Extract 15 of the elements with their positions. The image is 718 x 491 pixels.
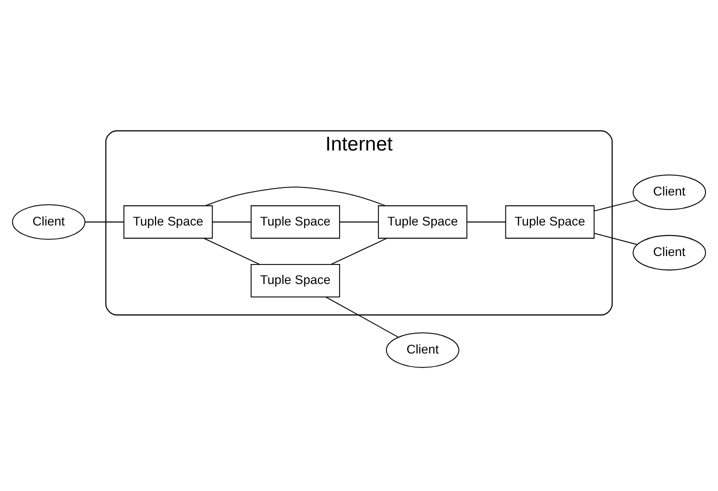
connector (594, 232, 638, 245)
connector (594, 200, 638, 212)
node-ellipse: Client (386, 332, 460, 368)
connector (330, 238, 388, 265)
node-ellipse: Client (12, 204, 86, 240)
node-box: Tuple Space (123, 205, 213, 239)
node-box: Tuple Space (250, 264, 340, 298)
connector (205, 186, 386, 206)
node-box: Tuple Space (505, 205, 595, 239)
node-ellipse: Client (632, 174, 706, 210)
node-box: Tuple Space (250, 205, 340, 239)
connector (204, 238, 260, 265)
connector (325, 296, 399, 338)
node-box: Tuple Space (378, 205, 468, 239)
node-ellipse: Client (632, 234, 706, 270)
